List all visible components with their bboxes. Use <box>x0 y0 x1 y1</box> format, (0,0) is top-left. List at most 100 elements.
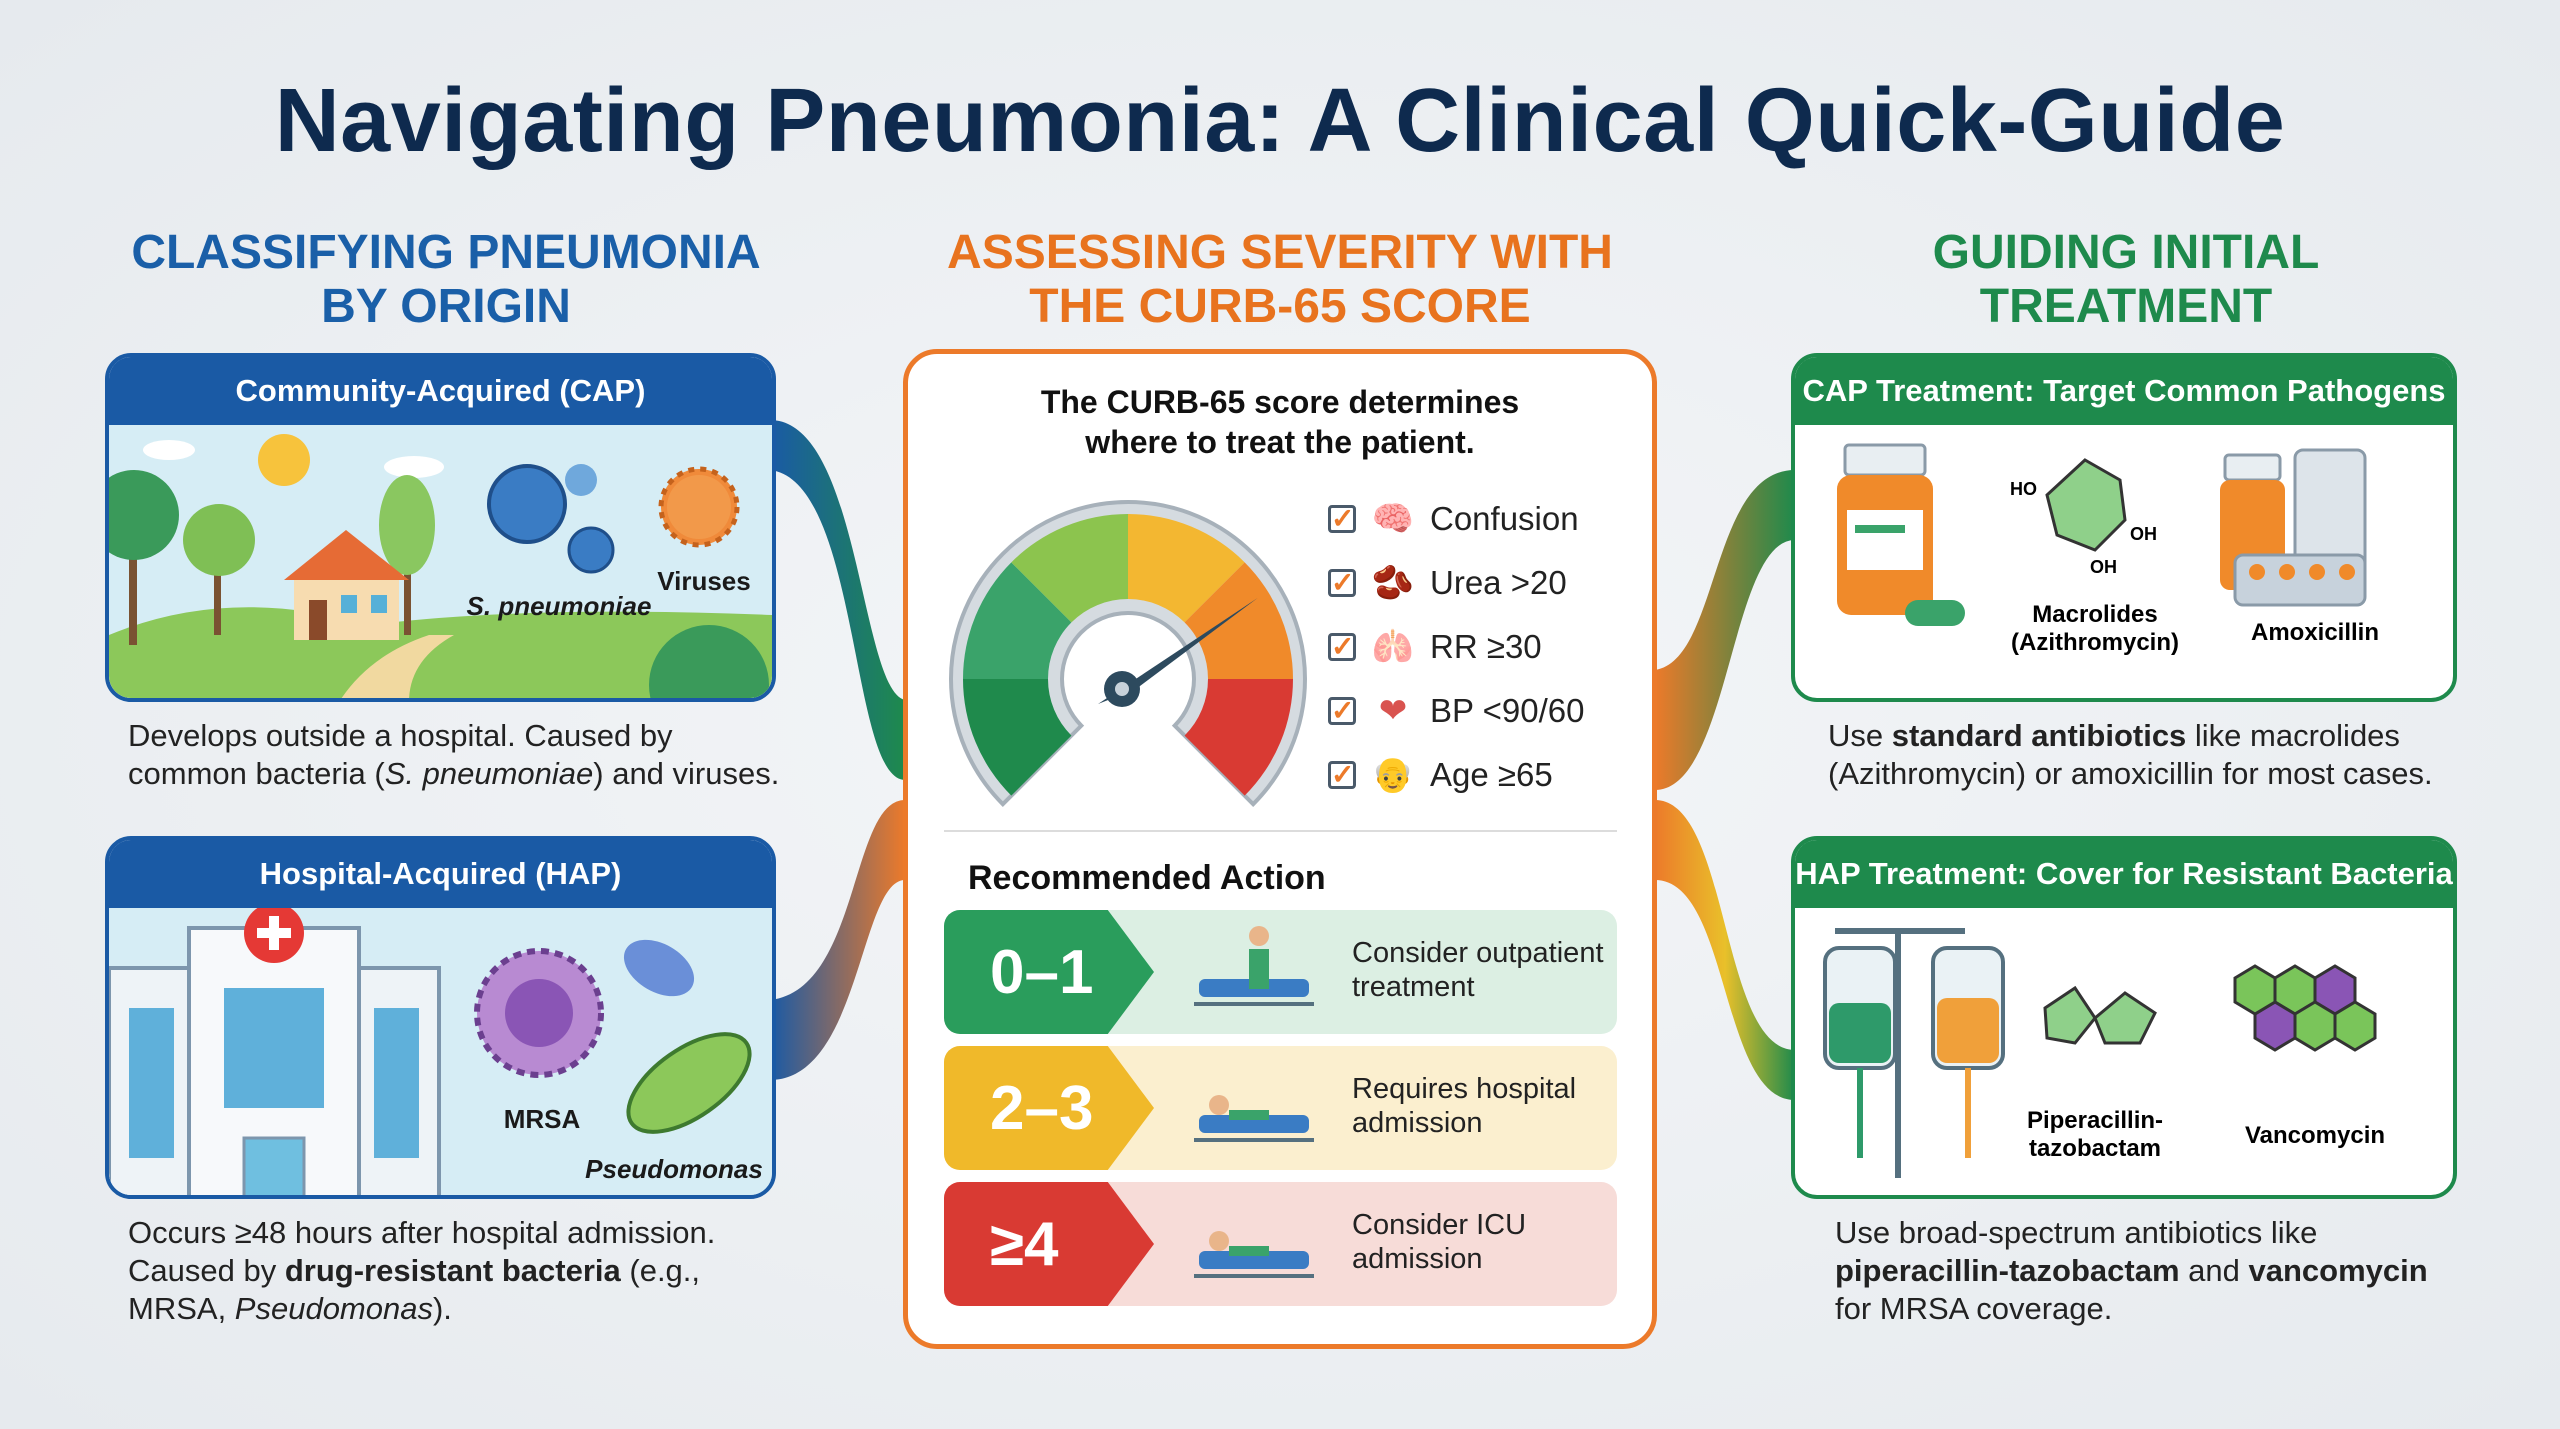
heading-line: CLASSIFYING PNEUMONIA <box>131 226 761 279</box>
text-bold: vancomycin <box>2248 1253 2428 1288</box>
gauge-segment <box>963 679 1072 796</box>
heading-line: ASSESSING SEVERITY WITH <box>947 226 1613 279</box>
text: ). <box>432 1291 452 1326</box>
criterion-item: ✓🧠Confusion <box>1328 494 1579 544</box>
house-icon <box>284 530 409 640</box>
vancomycin-molecule-icon <box>2233 964 2377 1052</box>
criterion-item: ✓🫘Urea >20 <box>1328 558 1567 608</box>
gauge-segment <box>1184 679 1293 796</box>
intro-line: where to treat the patient. <box>1085 424 1475 460</box>
text: and <box>2179 1253 2249 1288</box>
hap-treatment-description: Use broad-spectrum antibiotics like pipe… <box>1835 1214 2428 1328</box>
label-vancomycin: Vancomycin <box>2245 1122 2385 1149</box>
desc-line: Caused by drug-resistant bacteria (e.g., <box>128 1252 715 1290</box>
text-italic: Pseudomonas <box>234 1291 433 1326</box>
label-piperacillin: Piperacillin- <box>2027 1107 2163 1134</box>
cap-description: Develops outside a hospital. Caused by c… <box>128 717 779 793</box>
action-line: admission <box>1352 1107 1483 1139</box>
desc-line: Develops outside a hospital. Caused by <box>128 718 673 753</box>
gauge-segment <box>1011 514 1128 623</box>
label-tazobactam: tazobactam <box>2029 1135 2161 1162</box>
macrolide-molecule-icon: HO OH OH <box>2010 458 2157 577</box>
connector-hap-left <box>770 800 905 1080</box>
cap-treatment-description: Use standard antibiotics like macrolides… <box>1828 717 2433 793</box>
label-s-pneumoniae: S. pneumoniae <box>467 591 652 621</box>
community-scene: S. pneumoniae Viruses <box>109 425 772 698</box>
community-illustration: S. pneumoniae Viruses <box>109 434 772 698</box>
heart-icon: ❤ <box>1378 692 1408 730</box>
hospital-building-icon <box>109 903 441 1195</box>
hospital-bed-icon <box>1179 1060 1329 1156</box>
heading-line: GUIDING INITIAL <box>1932 226 2320 279</box>
text: Use <box>1828 718 1892 753</box>
gauge-segment <box>963 562 1072 679</box>
bacteria-icon <box>487 464 615 574</box>
desc-line: Occurs ≥48 hours after hospital admissio… <box>128 1215 716 1250</box>
criterion-item: ✓ 👴 Age ≥65 <box>1328 750 1553 800</box>
checkbox-checked-icon: ✓ <box>1328 633 1356 661</box>
connector-hap-right <box>1655 800 1795 1100</box>
gauge-hub-center <box>1115 682 1129 696</box>
score-badge: 0–1 <box>944 910 1154 1034</box>
brain-icon: 🧠 <box>1371 500 1415 538</box>
elderly-person-icon: 👴 <box>1371 756 1415 794</box>
desc-line: Use standard antibiotics like macrolides <box>1828 717 2433 755</box>
hospital-illustration: MRSA Pseudomonas <box>109 903 763 1195</box>
desc-line: Use broad-spectrum antibiotics like <box>1835 1215 2318 1250</box>
score-badge: 2–3 <box>944 1046 1154 1170</box>
text: Caused by <box>128 1253 285 1288</box>
criterion-item: ✓ 🫁 RR ≥30 <box>1328 622 1542 672</box>
action-line: admission <box>1352 1243 1483 1275</box>
cap-treatment-card: CAP Treatment: Target Common Pathogens H… <box>1791 353 2457 702</box>
checkbox-checked-icon: ✓ <box>1328 761 1356 789</box>
action-line: Consider ICU <box>1352 1209 1527 1241</box>
criterion-label: Urea >20 <box>1430 564 1567 601</box>
sun-icon <box>258 434 310 486</box>
hap-description: Occurs ≥48 hours after hospital admissio… <box>128 1214 715 1328</box>
walking-patient-icon <box>1179 924 1329 1020</box>
action-line: Consider outpatient <box>1352 937 1604 969</box>
text-bold: standard antibiotics <box>1891 718 2187 753</box>
heading-line: TREATMENT <box>1979 280 2273 333</box>
pill-bottle-icon <box>1837 443 1965 626</box>
text: like macrolides <box>2186 718 2400 753</box>
desc-line: piperacillin-tazobactam and vancomycin <box>1835 1252 2428 1290</box>
divider <box>944 830 1617 832</box>
mol-label: HO <box>2010 479 2037 499</box>
tree-icon <box>183 504 255 576</box>
text-bold: drug-resistant bacteria <box>284 1253 621 1288</box>
checkbox-checked-icon: ✓ <box>1328 697 1356 725</box>
cap-card: Community-Acquired (CAP) S. pneumoniae V… <box>105 353 776 702</box>
gauge-segment <box>1128 514 1245 623</box>
bacterium-icon <box>623 939 695 997</box>
icu-bed-icon <box>1179 1196 1329 1292</box>
text: (e.g., <box>620 1253 701 1288</box>
criterion-label: RR ≥30 <box>1430 628 1542 665</box>
action-line: treatment <box>1352 971 1475 1003</box>
lungs-icon: 🫁 <box>1371 628 1415 666</box>
heading-line: THE CURB-65 SCORE <box>1029 280 1531 333</box>
text-italic: S. pneumoniae <box>384 756 594 791</box>
hap-card-header: Hospital-Acquired (HAP) <box>109 840 772 908</box>
heading-line: BY ORIGIN <box>321 280 571 333</box>
label-pseudomonas: Pseudomonas <box>585 1154 763 1184</box>
label-macrolides: Macrolides <box>2032 601 2157 628</box>
cap-treatment-header: CAP Treatment: Target Common Pathogens <box>1795 357 2453 425</box>
severity-gauge <box>949 500 1307 807</box>
criterion-label: Age ≥65 <box>1430 756 1553 793</box>
criterion-item: ✓❤BP <90/60 <box>1328 686 1584 736</box>
pseudomonas-icon <box>626 1032 752 1134</box>
cap-treatment-illustration: HO OH OH Macrolides (Azithromycin) Amoxi… <box>1795 425 2453 698</box>
path <box>341 635 454 698</box>
label-mrsa: MRSA <box>504 1104 581 1134</box>
hap-treatment-card: HAP Treatment: Cover for Resistant Bacte… <box>1791 836 2457 1199</box>
amoxicillin-pack-icon <box>2220 448 2367 607</box>
virus-icon <box>658 466 740 548</box>
